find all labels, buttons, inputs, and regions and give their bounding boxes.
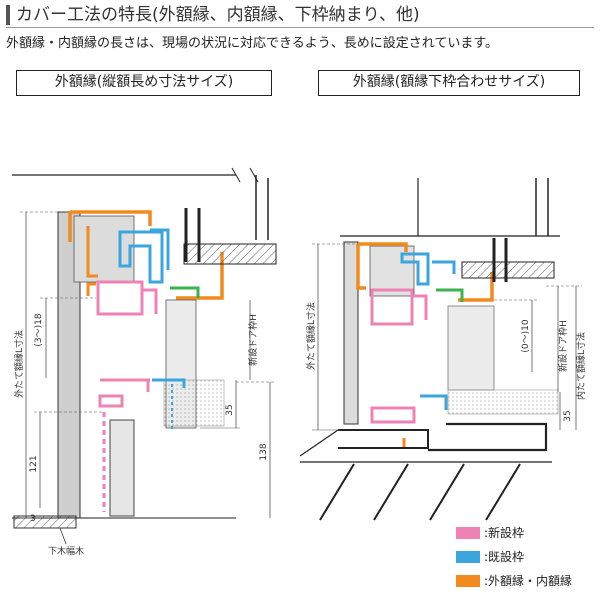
right-dim-35: 35 [563, 410, 573, 421]
legend-swatch-casing [456, 575, 480, 587]
title-bar: カバー工法の特長(外額縁、内額縁、下枠納まり、他) [6, 2, 594, 28]
page-title: カバー工法の特長(外額縁、内額縁、下枠納まり、他) [16, 5, 420, 25]
right-existing-frame-head [400, 252, 430, 286]
title-accent-bar [6, 5, 10, 25]
left-lintel-hatch [183, 243, 277, 265]
left-existing-frame-sill [152, 378, 186, 388]
left-section-diagram: 外たて額縁L寸法 (3〜)18 121 3 新設ドア枠H 35 138 下木幅木 [12, 167, 277, 557]
legend-label-existing-frame: :既設枠 [484, 550, 525, 564]
legend-swatch-new-frame [456, 527, 480, 539]
left-dim-range: (3〜)18 [34, 313, 44, 346]
right-outer-casing [356, 242, 408, 290]
left-dim-3: 3 [30, 514, 36, 524]
right-seal-piece [436, 288, 464, 302]
left-dim-door-height: 新設ドア枠H [247, 314, 259, 366]
right-panel-label: 外額縁(額縁下枠合わせサイズ) [318, 70, 580, 96]
right-new-frame-sill [370, 406, 416, 424]
title-underline [6, 27, 594, 28]
legend-label-new-frame: :新設枠 [484, 526, 525, 540]
left-dim-35: 35 [225, 404, 235, 415]
right-lintel-hatch [461, 261, 555, 279]
right-existing-frame-sill [420, 394, 448, 410]
left-seal-piece [170, 286, 200, 298]
right-dim-outer-length: 外たて額縁L寸法 [305, 302, 317, 370]
left-dim-outer-length: 外たて額縁L寸法 [13, 330, 25, 398]
left-dim-121: 121 [29, 455, 39, 472]
left-new-frame-head [96, 280, 144, 316]
description: 外額縁・内額縁の長さは、現場の状況に対応できるよう、長めに設定されています。 [6, 36, 499, 51]
left-panel-label: 外額縁(縦額長め寸法サイズ) [16, 70, 272, 96]
right-new-frame-head [370, 288, 414, 326]
legend-casing: :外額縁・内額縁 [456, 574, 572, 588]
legend-new-frame: :新設枠 [456, 526, 524, 540]
right-wall-panel [343, 241, 359, 425]
left-sill-callout: 下木幅木 [48, 545, 84, 557]
legend-existing-frame: :既設枠 [456, 550, 524, 564]
legend-swatch-existing-frame [456, 551, 480, 563]
right-floor-line [428, 422, 548, 452]
left-new-frame-sill [98, 378, 150, 408]
left-dim-138: 138 [259, 443, 269, 460]
right-dim-door-height: 新設ドア枠H [557, 320, 569, 372]
legend-label-casing: :外額縁・内額縁 [484, 574, 573, 588]
right-section-diagram: 外たて額縁L寸法 (0〜)10 新設ドア枠H 内たて額縁L寸法 35 [299, 178, 587, 521]
left-existing-frame-head [118, 230, 164, 284]
right-dim-inner-length: 内たて額縁L寸法 [575, 332, 587, 400]
left-outer-casing [68, 210, 224, 300]
right-dim-range: (0〜)10 [521, 319, 531, 352]
